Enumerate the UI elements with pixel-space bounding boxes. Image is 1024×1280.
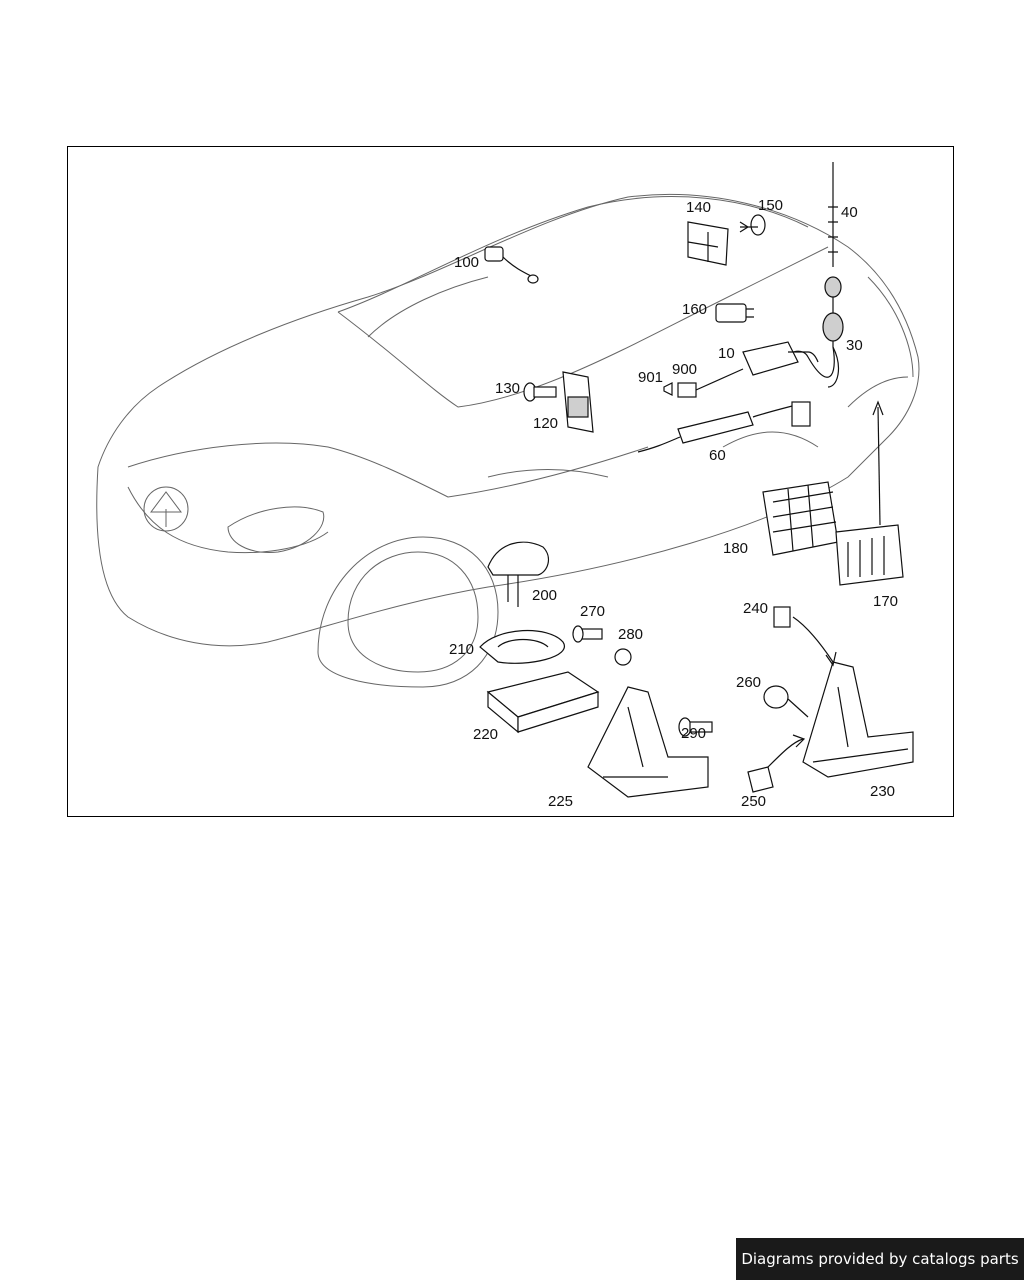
right-bracket <box>802 661 914 778</box>
connector-parts <box>663 368 744 398</box>
mounting-bolt <box>678 717 713 737</box>
callout-290: 290 <box>681 725 706 742</box>
car-outline <box>96 193 920 688</box>
callout-225: 225 <box>548 793 573 810</box>
callout-40: 40 <box>841 204 858 221</box>
cable-harness <box>637 401 811 453</box>
callout-270: 270 <box>580 603 605 620</box>
callout-901: 901 <box>638 369 663 386</box>
callout-120: 120 <box>533 415 558 432</box>
bolt-part <box>523 382 557 402</box>
callout-200: 200 <box>532 587 557 604</box>
upper-clip <box>773 606 837 667</box>
small-module <box>715 303 754 323</box>
callout-160: 160 <box>682 301 707 318</box>
antenna-mast <box>822 162 844 388</box>
left-bracket <box>587 686 709 798</box>
parts-diagram: 140 150 40 100 160 10 30 900 901 130 120… <box>96 162 920 810</box>
callout-180: 180 <box>723 540 748 557</box>
clip-part <box>739 214 766 236</box>
antenna-gasket <box>479 630 566 664</box>
callout-100: 100 <box>454 254 479 271</box>
callout-140: 140 <box>686 199 711 216</box>
callout-150: 150 <box>758 197 783 214</box>
control-box <box>486 671 600 734</box>
callout-280: 280 <box>618 626 643 643</box>
roof-antenna <box>487 541 550 607</box>
callout-260: 260 <box>736 674 761 691</box>
callout-labels: 140 150 40 100 160 10 30 900 901 130 120… <box>449 197 898 810</box>
callout-220: 220 <box>473 726 498 743</box>
callout-60: 60 <box>709 447 726 464</box>
callout-210: 210 <box>449 641 474 658</box>
callout-250: 250 <box>741 793 766 810</box>
parts-diagram-frame: 140 150 40 100 160 10 30 900 901 130 120… <box>67 146 954 817</box>
callout-230: 230 <box>870 783 895 800</box>
callout-10: 10 <box>718 345 735 362</box>
callout-900: 900 <box>672 361 697 378</box>
round-cap <box>763 685 809 718</box>
panel-module <box>562 371 594 433</box>
fuse-box <box>762 481 839 556</box>
callout-170: 170 <box>873 593 898 610</box>
callout-240: 240 <box>743 600 768 617</box>
callout-130: 130 <box>495 380 520 397</box>
bolt-and-nut <box>572 625 632 666</box>
sensor-part <box>484 246 539 284</box>
relay-holder <box>835 400 904 586</box>
lower-clip <box>747 734 806 793</box>
callout-30: 30 <box>846 337 863 354</box>
control-unit <box>742 341 819 376</box>
credit-badge: Diagrams provided by catalogs parts <box>736 1238 1024 1280</box>
bracket-part <box>687 221 729 266</box>
